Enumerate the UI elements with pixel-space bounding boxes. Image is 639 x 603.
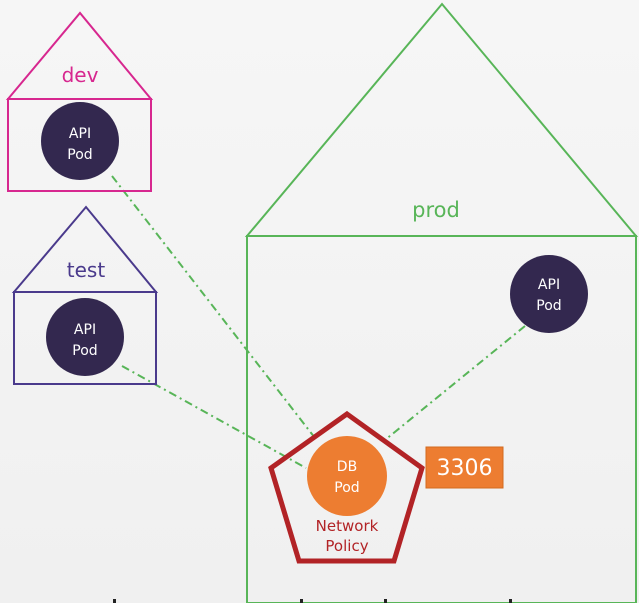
- namespace-test-box: [13, 291, 157, 385]
- dev-api-pod-label-line1: API: [69, 126, 91, 142]
- network-policy-label-line1: Network: [316, 517, 379, 535]
- port-badge-label: 3306: [437, 456, 493, 481]
- network-policy-label-line2: Policy: [325, 537, 368, 555]
- network-policy-shape: [268, 410, 425, 564]
- namespace-dev-label: dev: [62, 63, 99, 87]
- db-pod-label-line1: DB: [337, 459, 357, 475]
- dev-api-pod-label-line2: Pod: [67, 147, 92, 163]
- test-api-pod: [46, 298, 124, 376]
- namespace-test: test API Pod: [11, 205, 159, 385]
- dev-api-pod: [41, 102, 119, 180]
- namespace-test-label: test: [67, 258, 106, 282]
- db-pod: [307, 436, 387, 516]
- namespace-prod-label: prod: [412, 198, 460, 222]
- port-badge: [425, 446, 504, 489]
- connection-test-to-db: [121, 365, 307, 469]
- bottom-tick-3: [384, 599, 387, 603]
- bottom-tick-1: [113, 599, 116, 603]
- prod-api-pod-label-line1: API: [538, 277, 560, 293]
- connection-prod-to-db: [384, 325, 526, 441]
- bottom-tick-2: [300, 599, 303, 603]
- namespace-dev: dev API Pod: [5, 11, 154, 192]
- prod-api-pod: [510, 255, 588, 333]
- namespace-prod: prod API Pod: [244, 2, 639, 603]
- prod-api-pod-label-line2: Pod: [536, 298, 561, 314]
- namespace-dev-box: [7, 98, 152, 192]
- namespace-prod-box: [246, 235, 637, 603]
- bottom-tick-4: [509, 599, 512, 603]
- connection-dev-to-db: [111, 175, 316, 439]
- test-api-pod-label-line1: API: [74, 322, 96, 338]
- test-api-pod-label-line2: Pod: [72, 343, 97, 359]
- db-pod-label-line2: Pod: [334, 480, 359, 496]
